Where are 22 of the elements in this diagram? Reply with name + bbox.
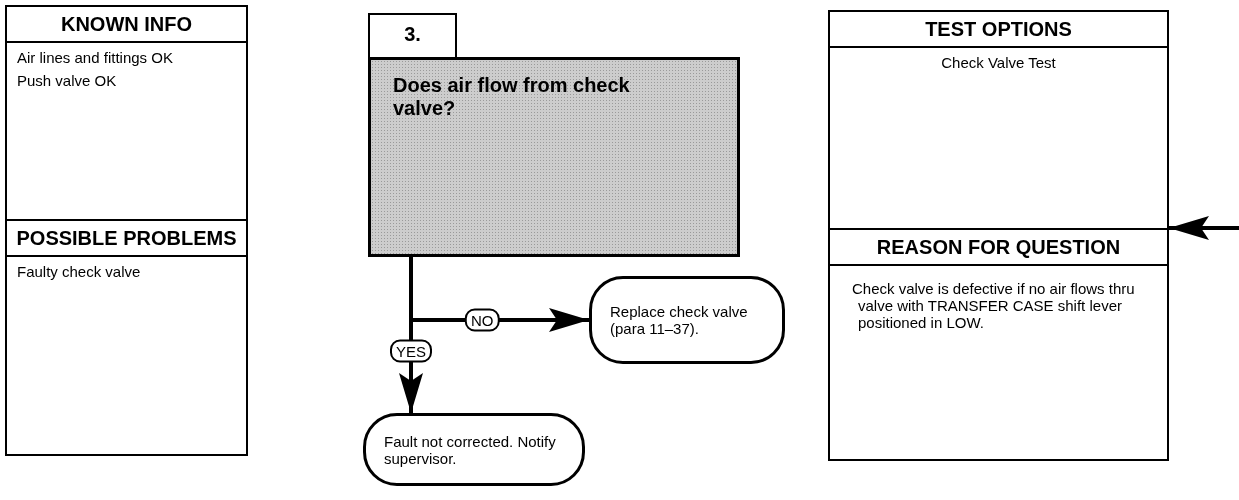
arrow bbox=[1169, 216, 1239, 240]
edge-label: YES bbox=[390, 339, 432, 363]
question-text: Does air flow from check valve? bbox=[392, 73, 631, 120]
info-panel bbox=[828, 228, 1169, 461]
item-text: Faulty check valve bbox=[16, 262, 142, 280]
item-text: Replace check valve (para 11–37). bbox=[609, 303, 749, 337]
panel-heading: POSSIBLE PROBLEMS bbox=[7, 221, 246, 257]
info-panel bbox=[5, 5, 248, 221]
panel-heading: TEST OPTIONS bbox=[830, 12, 1167, 48]
edge-label: NO bbox=[464, 308, 500, 332]
panel-heading: KNOWN INFO bbox=[7, 7, 246, 43]
item-text: Air lines and fittings OK bbox=[16, 48, 174, 66]
arrow bbox=[399, 257, 423, 413]
panel-heading: REASON FOR QUESTION bbox=[830, 230, 1167, 266]
item-text: Check Valve Test bbox=[940, 53, 1057, 71]
item-text: Fault not corrected. Notify supervisor. bbox=[383, 432, 557, 467]
step-number-tab: 3. bbox=[368, 13, 457, 59]
info-panel bbox=[828, 10, 1169, 230]
item-text: Check valve is defective if no air flows thru valve with TRANSFER CASE shift lever positioned in LOW. bbox=[851, 279, 1136, 331]
question-box bbox=[368, 57, 740, 257]
item-text: Push valve OK bbox=[16, 71, 118, 89]
info-panel bbox=[5, 219, 248, 456]
